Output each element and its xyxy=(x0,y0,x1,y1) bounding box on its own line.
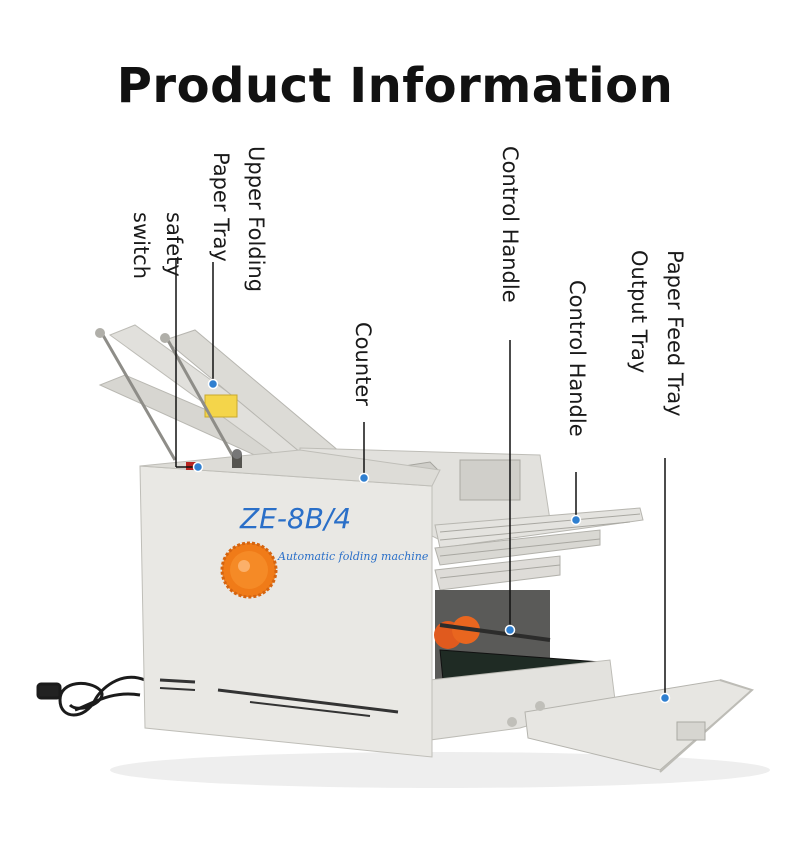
callout-dot-output-tray xyxy=(659,692,671,704)
power-cable xyxy=(36,675,146,717)
spec-plate xyxy=(459,459,521,501)
upper-folding-paper-tray xyxy=(95,324,341,463)
callout-dot-control-handle-2 xyxy=(570,514,582,526)
machine-foot xyxy=(507,717,517,727)
label-control-handle-2: Control Handle xyxy=(565,280,589,437)
callout-dot-upper-tray xyxy=(207,378,219,390)
label-safety: safety xyxy=(162,212,186,277)
machine-foot xyxy=(535,701,545,711)
label-output-tray: Output Tray xyxy=(627,250,651,374)
fold-trays xyxy=(434,507,644,591)
callout-dots xyxy=(192,378,671,704)
model-name: ZE-8B/4 xyxy=(239,502,351,535)
label-upper-folding: Upper Folding xyxy=(244,146,268,293)
callout-dot-counter xyxy=(358,472,370,484)
label-switch: switch xyxy=(129,212,153,280)
page-title: Product Information xyxy=(116,58,674,114)
adjustment-knob xyxy=(220,541,278,599)
floor-shadow xyxy=(110,752,770,788)
callout-dot-safety-switch xyxy=(192,461,204,473)
paper-feed-output-tray xyxy=(524,679,754,773)
label-paper-tray: Paper Tray xyxy=(209,152,233,262)
label-paper-feed-tray: Paper Feed Tray xyxy=(663,250,687,417)
label-counter: Counter xyxy=(351,322,375,406)
model-subtitle: Automatic folding machine xyxy=(277,550,429,563)
callout-dot-control-handle-1 xyxy=(504,624,516,636)
main-body xyxy=(139,449,441,758)
label-control-handle-1: Control Handle xyxy=(498,146,522,303)
callout-lines xyxy=(175,258,666,698)
